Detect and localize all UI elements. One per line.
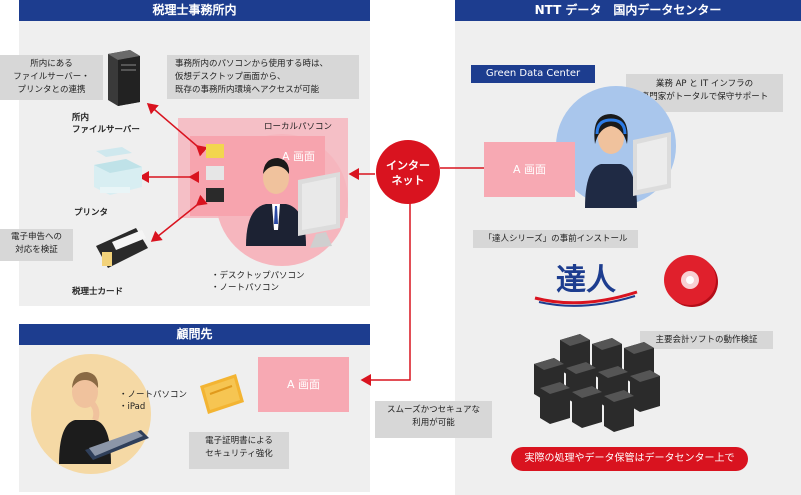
arrow-card: [150, 194, 208, 242]
file-server-label: 所内 ファイルサーバー: [72, 113, 140, 135]
client-device-list: ・ノートパソコン ・iPad: [119, 390, 188, 412]
tatsujin-logo-icon: 達人: [534, 263, 638, 307]
datacenter-panel-title: NTT データ 国内データセンター: [455, 0, 801, 21]
client-screen-a: A 画面: [258, 357, 349, 412]
printer-label: プリンタ: [74, 208, 109, 218]
client-user-laptop-icon: [59, 372, 149, 464]
callout-fileserver: 所内にある ファイルサーバー・ プリンタとの連携: [0, 55, 103, 100]
callout-install: 「達人シリーズ」の事前インストール: [473, 230, 638, 248]
callout-remote-access: 事務所内のパソコンから使用する時は、 仮想デスクトップ画面から、 既存の事務所内…: [167, 55, 359, 99]
e-certificate-icon: [200, 374, 244, 414]
internet-node: インター ネット: [376, 140, 440, 204]
install-disc-icon: [664, 255, 718, 307]
callout-etax: 電子申告への 対応を検証: [0, 229, 73, 261]
card-label: 税理士カード: [72, 287, 124, 297]
office-device-list: ・デスクトップパソコン ・ノートパソコン: [211, 271, 305, 293]
datacenter-screen-a: A 画面: [484, 142, 575, 197]
small-folder-icons: [206, 144, 224, 202]
tax-accountant-card-icon: [96, 228, 148, 268]
callout-verify: 主要会計ソフトの動作検証: [640, 331, 773, 349]
printer-icon: [94, 147, 142, 195]
callout-certificate: 電子証明書による セキュリティ強化: [189, 432, 289, 469]
tatsujin-logo-text: 達人: [556, 263, 616, 298]
office-panel-title: 税理士事務所内: [19, 0, 370, 21]
support-operator-icon: [585, 114, 671, 208]
green-data-center-badge: Green Data Center: [471, 65, 595, 83]
server-cluster-icon: [534, 334, 660, 432]
file-server-icon: [108, 50, 140, 106]
office-screen-a-label: A 画面: [282, 150, 316, 163]
line-internet-client: [360, 198, 411, 386]
local-pc-label: ローカルパソコン: [264, 122, 333, 132]
client-panel-title: 顧問先: [19, 324, 370, 345]
businessman-pc-icon: [246, 158, 340, 248]
arrow-fileserver: [146, 103, 208, 157]
callout-secure-use: スムーズかつセキュアな 利用が可能: [375, 401, 492, 438]
datacenter-footer-pill: 実際の処理やデータ保管はデータセンター上で: [511, 447, 748, 471]
